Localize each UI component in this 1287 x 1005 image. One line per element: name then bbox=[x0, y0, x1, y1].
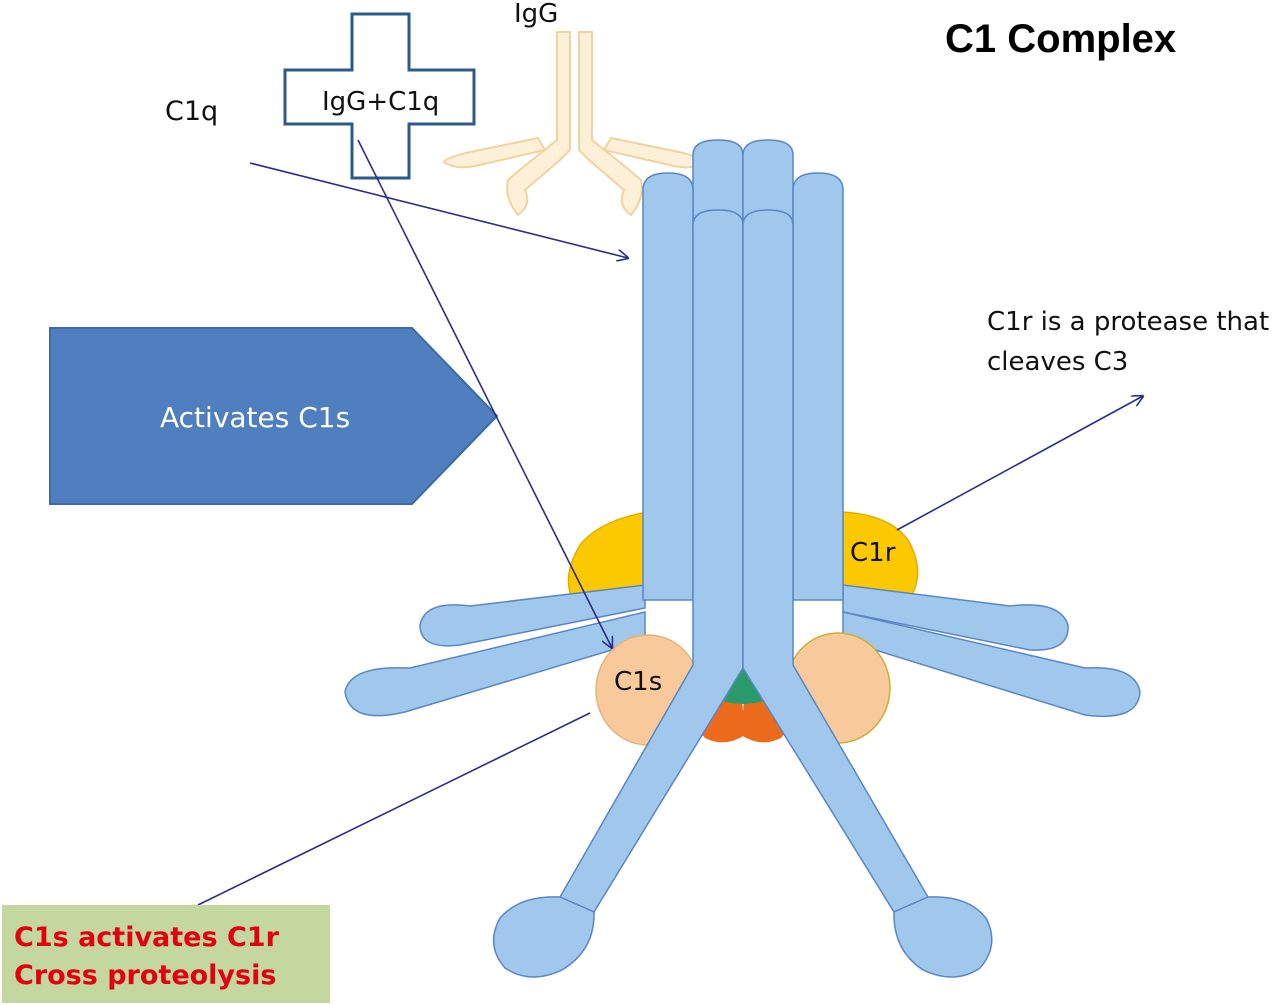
activates-label: Activates C1s bbox=[160, 401, 350, 434]
c1r-blob-right bbox=[842, 511, 919, 596]
c1r-note-line2: cleaves C3 bbox=[987, 347, 1128, 377]
c1r-label: C1r bbox=[850, 538, 896, 568]
igg-label: IgG bbox=[514, 0, 558, 29]
back-stalks bbox=[642, 139, 844, 601]
c1s-note-box bbox=[2, 905, 330, 1003]
c1s-note-line2: Cross proteolysis bbox=[14, 960, 276, 991]
activates-arrow-shape bbox=[49, 327, 499, 505]
c1s-label: C1s bbox=[614, 667, 662, 697]
c1q-label: C1q bbox=[165, 96, 218, 127]
igg-antibody bbox=[442, 31, 707, 217]
green-piece bbox=[720, 668, 766, 704]
c1s-note-line1: C1s activates C1r bbox=[14, 922, 280, 953]
diagram-title: C1 Complex bbox=[945, 17, 1176, 61]
igg-c1q-cross bbox=[283, 12, 476, 180]
igg-c1q-arrow bbox=[357, 139, 612, 648]
front-stalks bbox=[558, 209, 930, 913]
c1r-note-arrow bbox=[896, 396, 1143, 531]
c1r-note-line1: C1r is a protease that bbox=[987, 307, 1269, 337]
stalk-heads bbox=[492, 896, 993, 978]
c1s-note-line bbox=[197, 712, 591, 906]
c1q-arrow bbox=[249, 162, 628, 258]
igg-c1q-label: IgG+C1q bbox=[322, 87, 439, 117]
c1r-blob-left bbox=[567, 511, 649, 599]
